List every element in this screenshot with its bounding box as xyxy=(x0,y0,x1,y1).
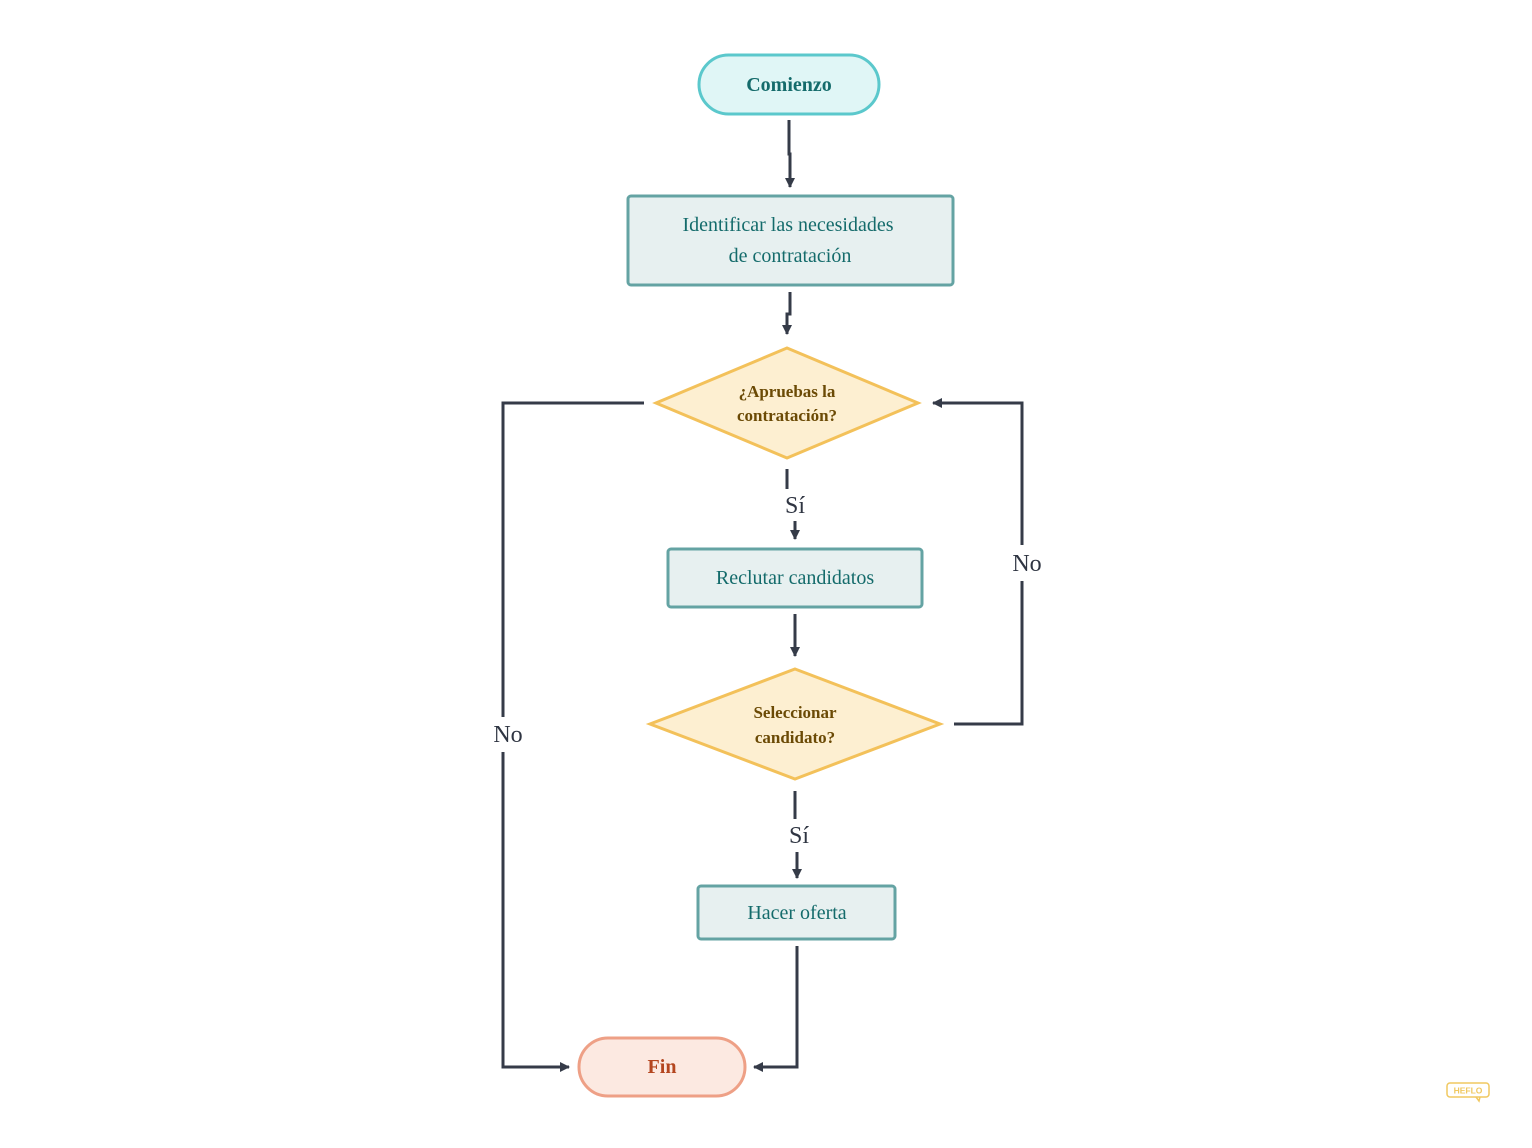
recruit-candidates-label: Reclutar candidatos xyxy=(716,567,874,589)
connector-offer-to-end xyxy=(753,946,799,1072)
connector-select-no-upper xyxy=(954,581,1024,726)
identify-needs-node[interactable]: Identificar las necesidades de contratac… xyxy=(626,194,955,287)
end-node-label: Fin xyxy=(648,1056,677,1078)
connector-select-no-lower xyxy=(932,398,1024,545)
approve-yes-label: Sí xyxy=(785,493,805,519)
heflo-logo: HEFLO xyxy=(1446,1082,1490,1103)
start-node-label: Comienzo xyxy=(746,74,832,96)
select-candidate-label-line1: Seleccionar xyxy=(753,703,837,722)
connectors xyxy=(501,120,1024,1072)
connector-approve-no-lower xyxy=(501,752,570,1072)
heflo-logo-text: HEFLO xyxy=(1454,1086,1483,1096)
connector-identify-to-approve xyxy=(782,292,792,335)
approve-hiring-decision[interactable]: ¿Apruebas la contratación? xyxy=(652,346,922,460)
approve-hiring-label-line2: contratación? xyxy=(737,406,837,425)
connector-start-to-identify xyxy=(785,120,795,188)
identify-needs-label-line2: de contratación xyxy=(729,245,852,267)
select-yes-label: Sí xyxy=(789,823,809,849)
approve-no-label: No xyxy=(493,722,522,748)
select-candidate-decision[interactable]: Seleccionar candidato? xyxy=(645,667,945,781)
select-candidate-label-line2: candidato? xyxy=(755,728,835,747)
select-no-label: No xyxy=(1012,551,1041,577)
approve-hiring-label-line1: ¿Apruebas la xyxy=(739,382,836,401)
connector-approve-no-upper xyxy=(501,401,644,717)
make-offer-node[interactable]: Hacer oferta xyxy=(696,884,897,941)
end-node[interactable]: Fin xyxy=(577,1036,747,1098)
identify-needs-label-line1: Identificar las necesidades xyxy=(682,214,893,236)
recruit-candidates-node[interactable]: Reclutar candidatos xyxy=(666,547,924,609)
make-offer-label: Hacer oferta xyxy=(747,902,846,924)
start-node[interactable]: Comienzo xyxy=(697,53,881,116)
